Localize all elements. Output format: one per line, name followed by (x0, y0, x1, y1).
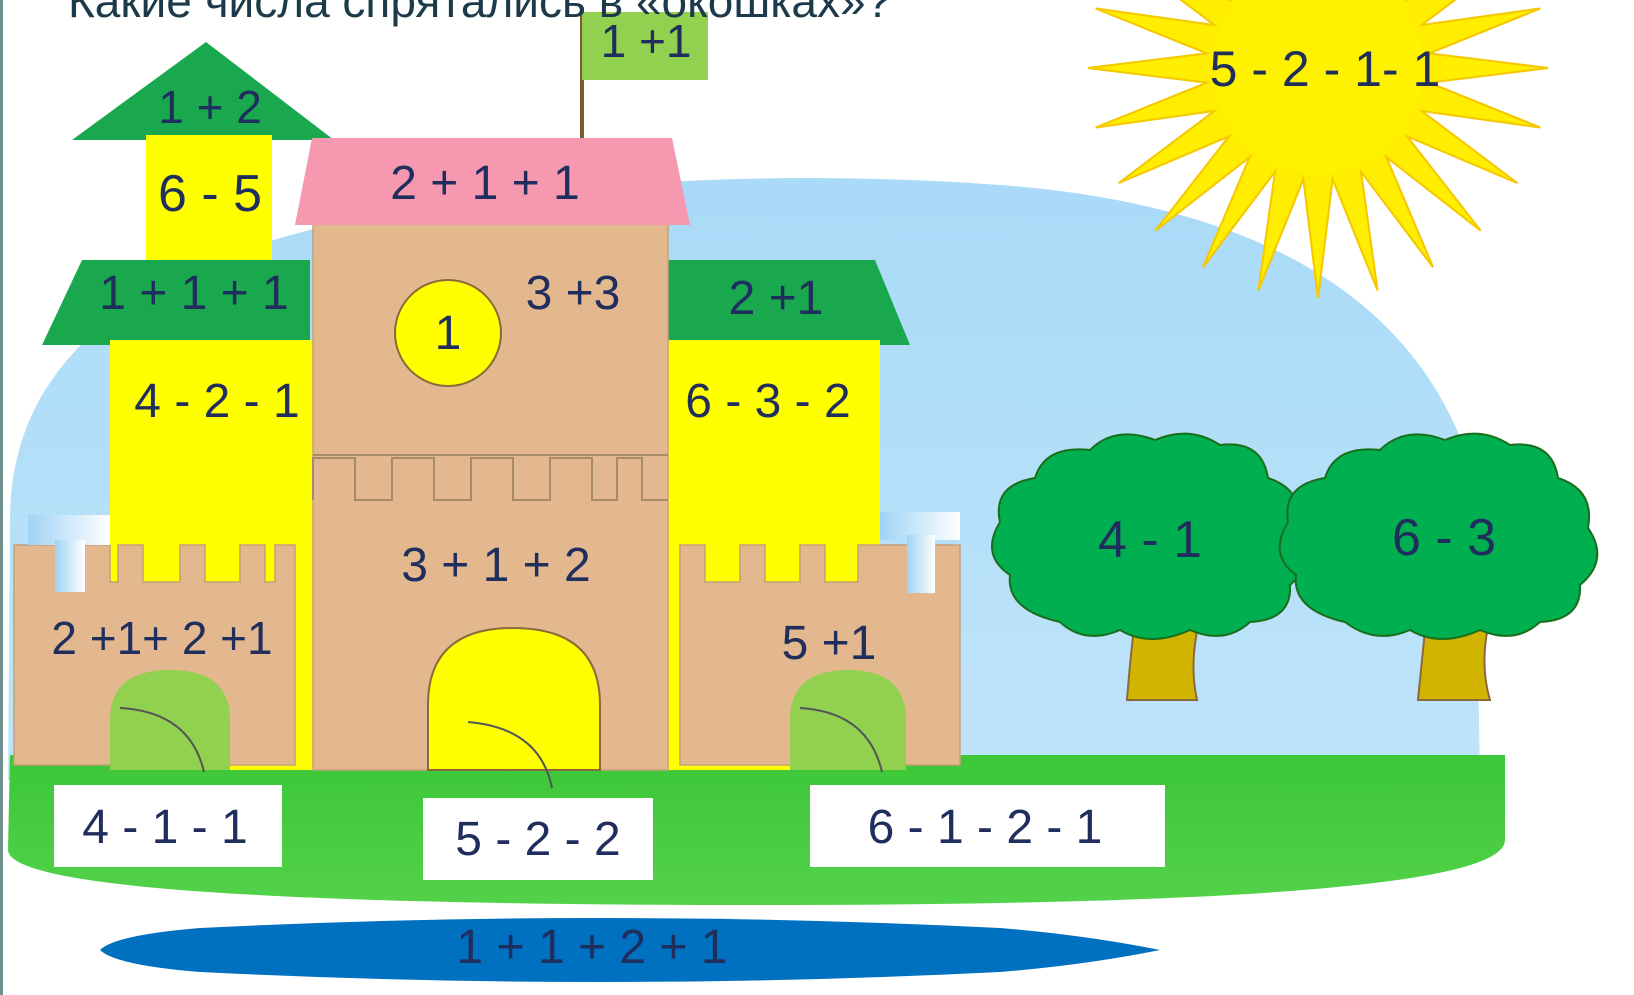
sign-middle-label: 5 - 2 - 2 (455, 813, 621, 866)
main-middle-label: 3 + 1 + 2 (401, 539, 591, 592)
left-roof-label: 1 + 1 + 1 (99, 267, 289, 320)
left-tree-crown (991, 432, 1309, 640)
right-tower-label: 6 - 3 - 2 (685, 375, 851, 428)
sign-left (54, 785, 282, 867)
left-top-roof (72, 42, 334, 140)
pond-shape (100, 918, 1160, 982)
main-roof-label: 2 + 1 + 1 (390, 157, 580, 210)
left-top-window-label: 6 - 5 (157, 165, 263, 223)
left-gate-curve (119, 707, 205, 773)
left-icicle (55, 540, 85, 592)
sign-middle (423, 798, 653, 880)
right-gate-curve (799, 707, 883, 773)
clock-face (394, 279, 502, 387)
left-tree-label: 4 - 1 (1097, 511, 1203, 569)
right-wall-label: 5 +1 (781, 617, 877, 670)
right-tree-crown (1278, 432, 1599, 640)
flag-shape (582, 12, 708, 80)
sign-right (810, 785, 1165, 867)
left-top-roof-label: 1 + 2 (158, 81, 262, 133)
left-wall-label: 2 +1+ 2 +1 (51, 612, 273, 664)
clock-label: 1 (434, 307, 462, 360)
right-icicle (907, 535, 935, 593)
left-tower-label: 4 - 2 - 1 (134, 375, 300, 428)
left-gate (110, 670, 230, 770)
slide-heading: Какие числа спрятались в «окошках»? (68, 0, 892, 27)
main-tower-number: 3 +3 (525, 267, 621, 320)
right-gate (790, 670, 906, 770)
sign-right-label: 6 - 1 - 2 - 1 (867, 801, 1103, 854)
slide-left-border (0, 0, 3, 995)
flag-label: 1 +1 (600, 15, 692, 67)
sun-label: 5 - 2 - 1- 1 (1209, 41, 1441, 97)
main-battlements (312, 457, 668, 501)
main-gate-curve (467, 721, 553, 789)
sign-left-label: 4 - 1 - 1 (82, 801, 248, 854)
left-top-window (146, 135, 272, 261)
main-roof (295, 138, 690, 225)
right-tree-label: 6 - 3 (1391, 509, 1497, 567)
right-roof (660, 260, 910, 345)
main-gate (427, 626, 601, 771)
pond-label: 1 + 1 + 2 + 1 (456, 921, 728, 974)
left-roof (42, 260, 310, 345)
right-roof-label: 2 +1 (728, 272, 824, 325)
